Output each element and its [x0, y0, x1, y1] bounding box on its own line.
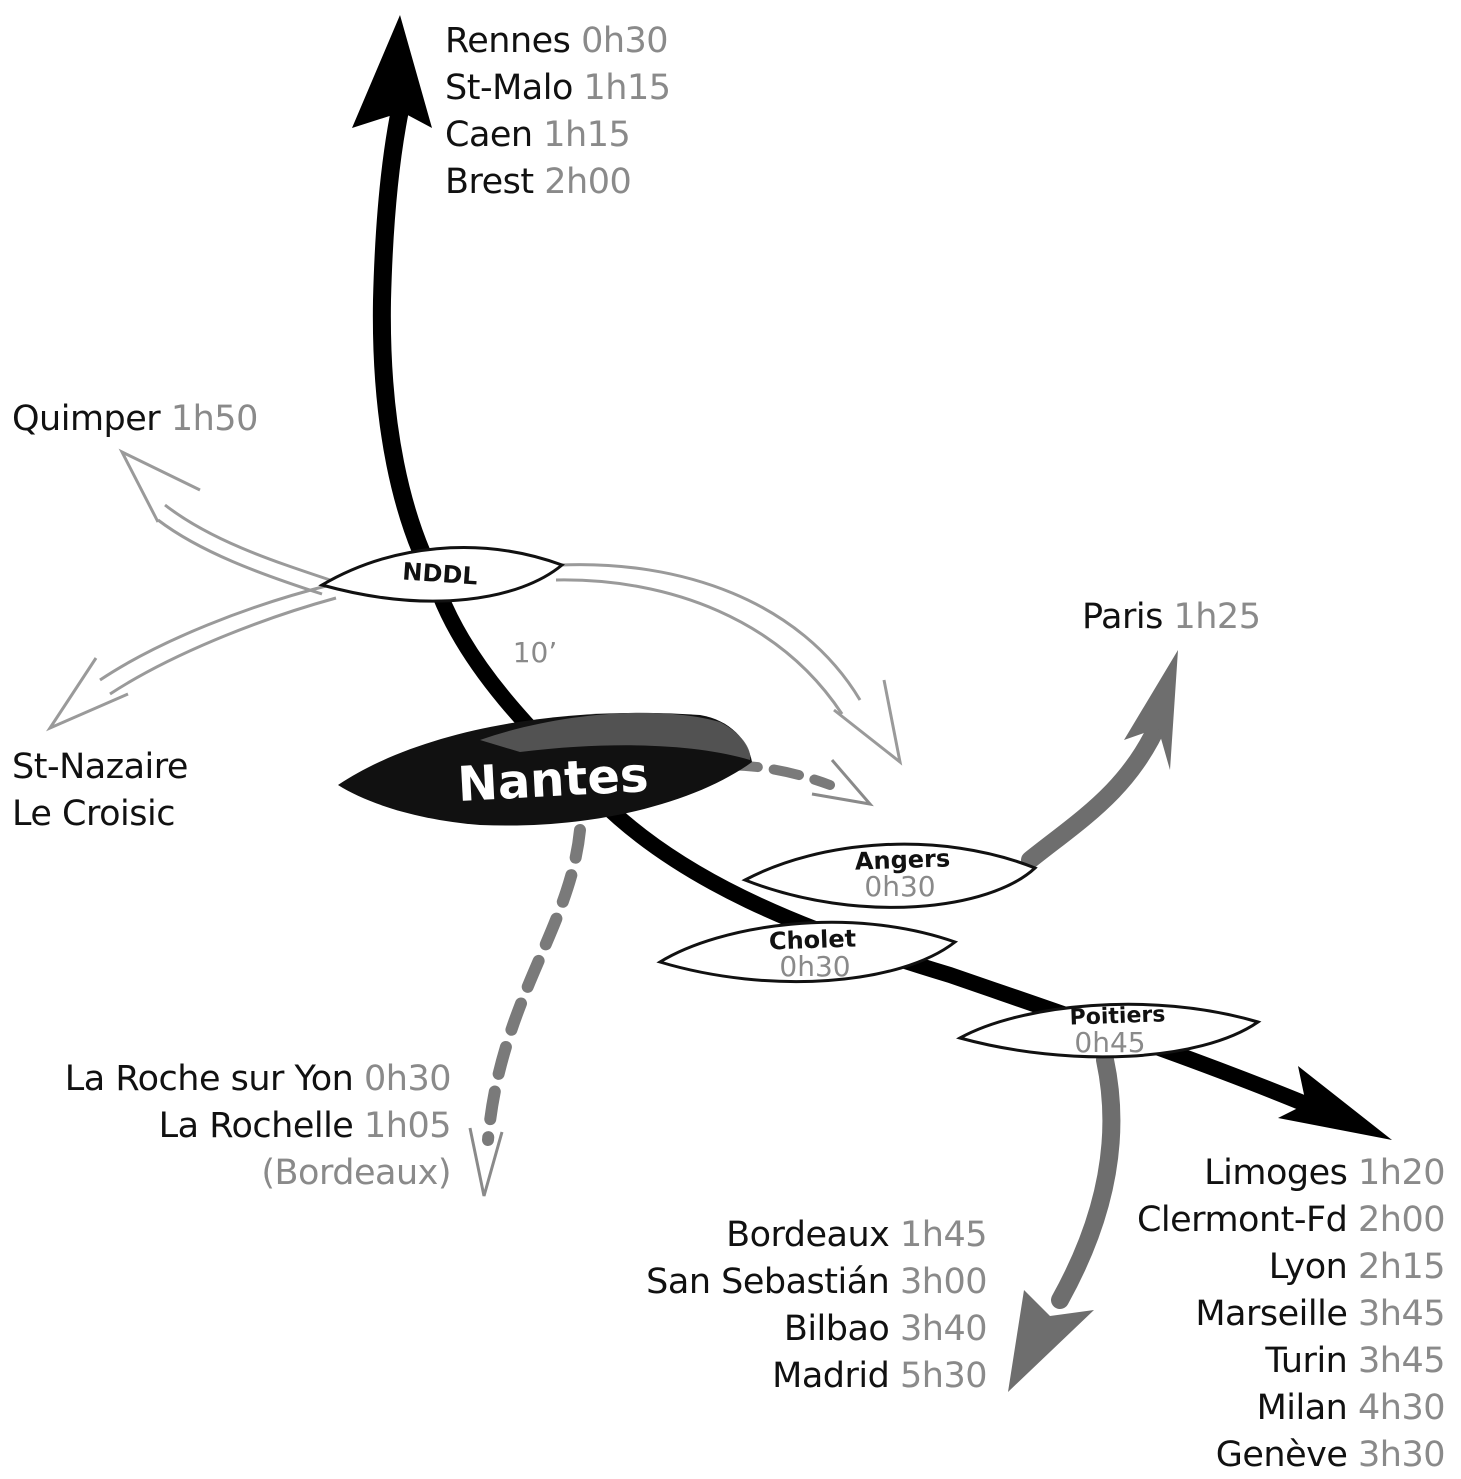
list-item: Le Croisic [12, 794, 175, 834]
quimper-destination: Quimper 1h50 [12, 399, 258, 439]
southeast-arrowhead [1278, 1066, 1392, 1140]
list-item: La Roche sur Yon 0h30 [64, 1059, 452, 1099]
paris-destination: Paris 1h25 [1082, 597, 1261, 637]
list-item: Bordeaux 1h45 [726, 1215, 987, 1255]
angers-time: 0h30 [864, 870, 936, 903]
stnazaire-destinations: St-Nazaire Le Croisic [12, 744, 188, 838]
list-item: Milan 4h30 [1256, 1388, 1446, 1428]
nddl-node-shape [318, 546, 565, 603]
list-item: La Rochelle 1h05 [158, 1106, 452, 1146]
southeast-destinations: Limoges 1h20 Clermont-Fd 2h00 Lyon 2h15 … [1136, 1150, 1446, 1479]
east-hollow-arrow [555, 563, 903, 766]
list-item: Brest 2h00 [445, 162, 632, 202]
paris-line [1021, 711, 1169, 869]
list-item: Clermont-Fd 2h00 [1136, 1200, 1446, 1240]
stnazaire-hollow-arrow [45, 583, 337, 732]
nantes-hub-highlight [480, 712, 751, 760]
list-item: Madrid 5h30 [772, 1356, 987, 1396]
list-item: Turin 3h45 [1265, 1341, 1445, 1381]
list-item: (Bordeaux) [261, 1153, 451, 1193]
north-arrowhead [352, 15, 432, 128]
quimper-hollow-arrow [118, 448, 331, 596]
list-item: Limoges 1h20 [1204, 1153, 1445, 1193]
southwest-destinations: Bordeaux 1h45 San Sebastián 3h00 Bilbao … [646, 1212, 987, 1400]
south-dashed-arrowhead [468, 1127, 504, 1197]
list-item: Rennes 0h30 [445, 21, 669, 61]
list-item: Marseille 3h45 [1195, 1294, 1445, 1334]
north-destinations: Rennes 0h30 St-Malo 1h15 Caen 1h15 Brest… [445, 18, 671, 206]
nddl-time: 10’ [512, 636, 558, 669]
southwest-line [1051, 1051, 1121, 1309]
list-item: Genève 3h30 [1215, 1435, 1446, 1475]
angers-node-shape [741, 842, 1038, 909]
cholet-node-shape [656, 920, 959, 984]
poitiers-node-shape [956, 1002, 1262, 1059]
poitiers-time: 0h45 [1074, 1026, 1146, 1059]
main-line-north [372, 101, 449, 599]
south-dashed-line [482, 824, 586, 1146]
list-item: St-Malo 1h15 [445, 68, 671, 108]
south-destinations: La Roche sur Yon 0h30 La Rochelle 1h05 (… [64, 1056, 452, 1197]
paris-arrowhead [1124, 650, 1178, 770]
list-item: Bilbao 3h40 [783, 1309, 988, 1349]
list-item: San Sebastián 3h00 [646, 1262, 987, 1302]
list-item: Lyon 2h15 [1268, 1247, 1446, 1287]
list-item: Caen 1h15 [445, 115, 631, 155]
southwest-arrowhead [1008, 1290, 1094, 1392]
list-item: St-Nazaire [12, 747, 188, 787]
east-dashed-arrowhead [811, 759, 874, 807]
cholet-time: 0h30 [779, 950, 851, 983]
